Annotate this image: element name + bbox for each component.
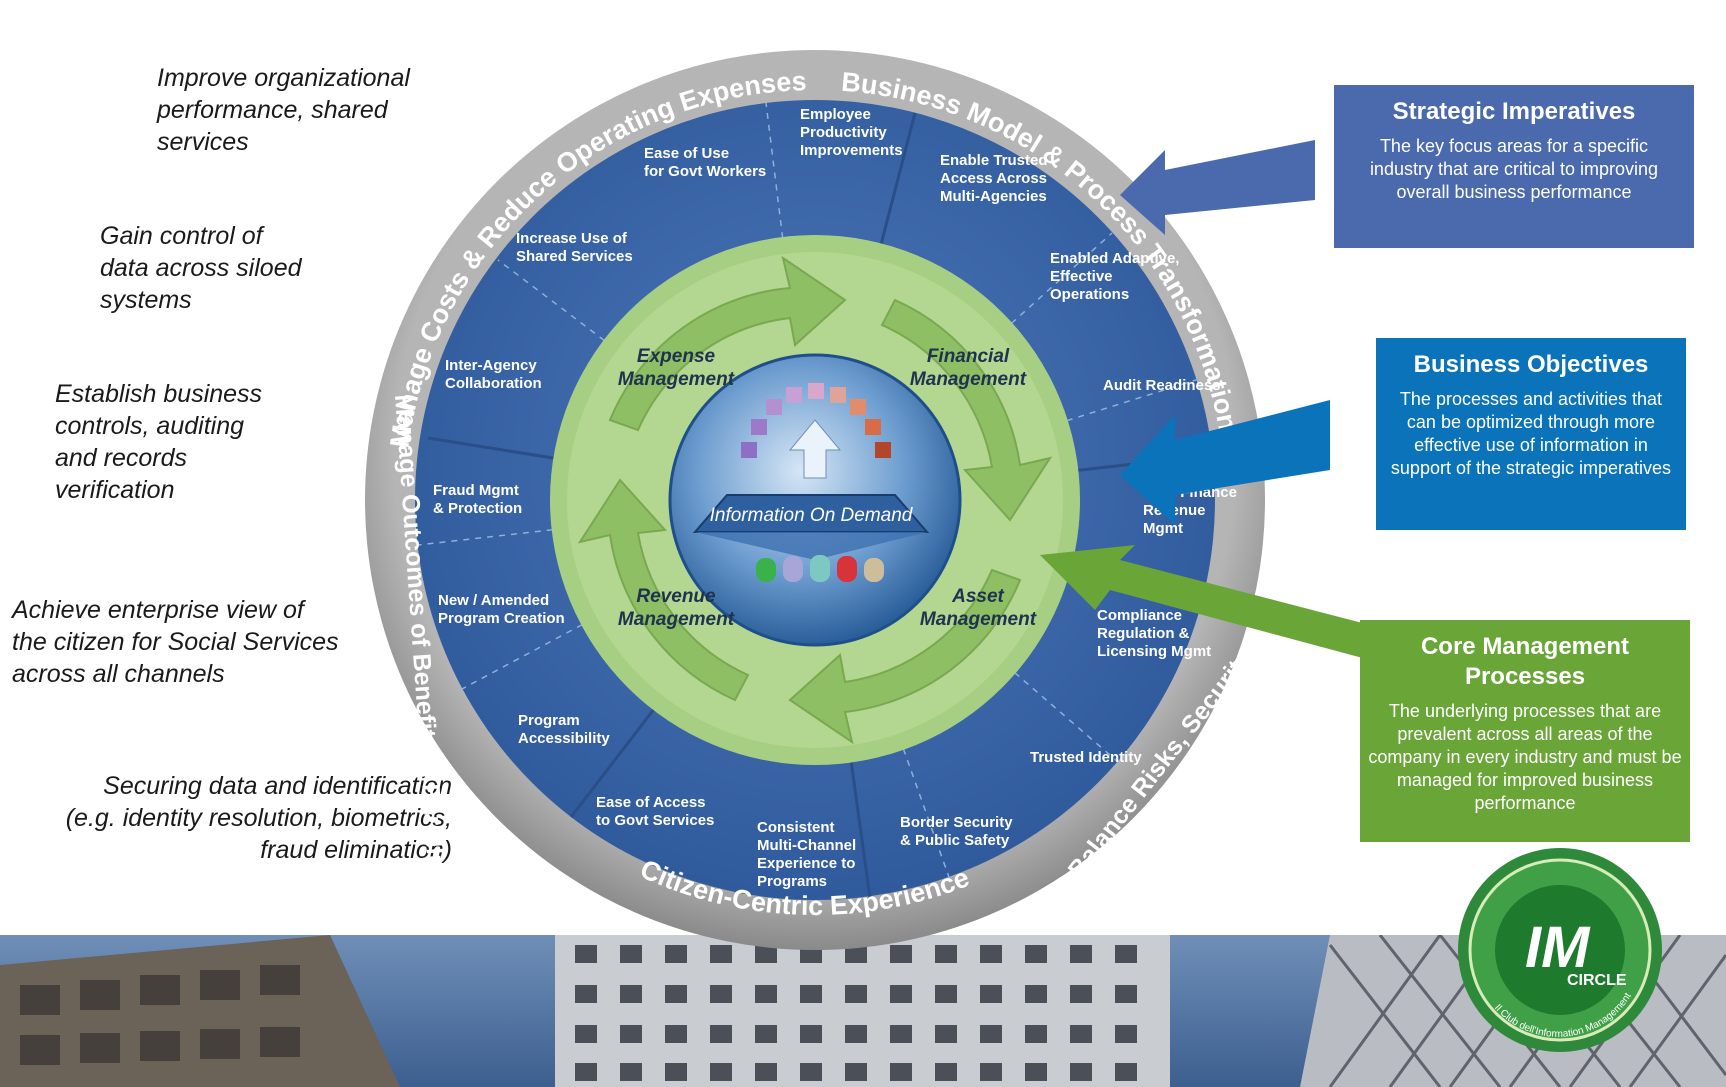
objective-line: & Protection: [433, 500, 522, 517]
business-objectives-box: Business Objectives The processes and ac…: [1376, 338, 1686, 530]
strategic-imperatives-title: Strategic Imperatives: [1392, 98, 1636, 125]
statement-line: performance, shared: [157, 96, 388, 124]
plate-shadow: [695, 532, 927, 560]
statement-line: services: [157, 128, 249, 156]
strategic-imperatives-box: Strategic Imperatives The key focus area…: [1334, 85, 1694, 248]
business-objectives-desc: The processes and activities that can be…: [1390, 389, 1672, 478]
core-process-expense-line1: Expense: [637, 346, 716, 367]
objective-program-creation: New / Amended: [438, 592, 549, 609]
statement-line: data across siloed: [100, 254, 302, 282]
objective-line: Multi-Agencies: [940, 188, 1047, 205]
objective-employee-productivity: Employee: [800, 106, 871, 123]
statement-line: the citizen for Social Services: [12, 628, 339, 656]
strategic-arrow-icon: [1120, 140, 1315, 235]
statement-line: Establish business: [55, 380, 263, 408]
core-management-processes-desc: The underlying processes that are preval…: [1368, 701, 1682, 813]
statement-line: Achieve enterprise view of: [12, 596, 304, 624]
objective-trusted-access: Enable Trusted: [940, 152, 1048, 169]
objective-line: Experience to: [757, 855, 855, 872]
core-arrow-icon: [1040, 545, 1370, 660]
strategic-imperatives-desc: The key focus areas for a specific indus…: [1369, 136, 1659, 202]
objective-inter-agency: Inter-Agency: [445, 357, 537, 374]
information-on-demand-label: Information On Demand: [710, 505, 914, 526]
objective-line: Shared Services: [516, 248, 633, 265]
statement-line: Securing data and identification: [103, 772, 452, 800]
objective-line: to Govt Services: [596, 812, 714, 829]
core-process-asset-line1: Asset: [951, 586, 1004, 607]
objective-ease-of-access: Ease of Access: [596, 794, 706, 811]
statement-line: verification: [55, 476, 175, 504]
statement-line: (e.g. identity resolution, biometrics,: [65, 804, 452, 832]
business-arrow-icon: [1120, 400, 1330, 525]
core-process-asset-line2: Management: [920, 609, 1037, 630]
building-photo-background: [0, 935, 1726, 1087]
objective-line: Regulation &: [1097, 625, 1190, 642]
statement-business-controls: Establish business controls, auditing an…: [55, 378, 262, 506]
objective-ease-of-use: Ease of Use: [644, 145, 729, 162]
data-blocks-arc: [741, 383, 891, 479]
objective-program-accessibility: Program: [518, 712, 580, 729]
cycle-arrows: [577, 255, 1053, 745]
objective-border-security: Border Security: [900, 814, 1013, 831]
objective-line: Improvements: [800, 142, 903, 159]
core-process-financial-line1: Financial: [927, 346, 1010, 367]
objective-line: Collaboration: [445, 375, 542, 392]
objective-line: Program Creation: [438, 610, 565, 627]
objective-adaptive-operations: Enabled Adaptive,: [1050, 250, 1179, 267]
core-arrow: [1040, 545, 1370, 660]
legend-arrows: [1120, 140, 1330, 525]
objective-line: Mgmt: [1143, 520, 1183, 537]
statement-line: fraud elimination): [260, 836, 452, 864]
statement-line: and records: [55, 444, 188, 472]
objective-audit-readiness: Audit Readiness: [1103, 377, 1221, 394]
objective-line: Effective: [1050, 268, 1113, 285]
core-management-processes-box: Core Management Processes The underlying…: [1360, 620, 1690, 842]
business-objectives-title: Business Objectives: [1413, 351, 1649, 378]
statement-enterprise-view: Achieve enterprise view of the citizen f…: [12, 594, 339, 690]
objective-fraud-mgmt: Fraud Mgmt: [433, 482, 519, 499]
im-logo-word: CIRCLE: [1567, 972, 1627, 989]
statement-line: Gain control of: [100, 222, 263, 250]
objective-line: Licensing Mgmt: [1097, 643, 1211, 660]
core-process-revenue-line1: Revenue: [636, 586, 716, 607]
statement-line: across all channels: [12, 660, 225, 688]
core-process-expense-line2: Management: [618, 369, 735, 390]
database-cylinders: [756, 555, 884, 582]
objective-compliance: Compliance: [1097, 607, 1182, 624]
objective-line: for Govt Workers: [644, 163, 766, 180]
objective-multi-channel: Consistent: [757, 819, 835, 836]
objective-line: Access Across: [940, 170, 1047, 187]
objective-line: Productivity: [800, 124, 887, 141]
sub-dividers: [417, 102, 1205, 881]
statement-data-control: Gain control of data across siloed syste…: [100, 220, 302, 316]
objective-line: Operations: [1050, 286, 1129, 303]
objective-line: Multi-Channel: [757, 837, 856, 854]
im-circle-logo: IM CIRCLE Il Club dell'Information Manag…: [1458, 848, 1662, 1052]
objective-line: Programs: [757, 873, 827, 890]
statement-line: Improve organizational: [157, 64, 410, 92]
objective-trusted-identity: Trusted Identity: [1030, 749, 1142, 766]
im-logo-mark: IM: [1525, 915, 1591, 980]
statement-org-performance: Improve organizational performance, shar…: [157, 62, 410, 158]
statement-securing-data: Securing data and identification (e.g. i…: [66, 770, 452, 866]
objective-line: Accessibility: [518, 730, 610, 747]
objective-shared-services: Increase Use of: [516, 230, 628, 247]
statement-line: systems: [100, 286, 192, 314]
objective-line: & Public Safety: [900, 832, 1010, 849]
core-process-financial-line2: Management: [910, 369, 1027, 390]
core-process-revenue-line2: Management: [618, 609, 735, 630]
core-management-processes-title: Core Management Processes: [1420, 633, 1630, 690]
statement-line: controls, auditing: [55, 412, 245, 440]
